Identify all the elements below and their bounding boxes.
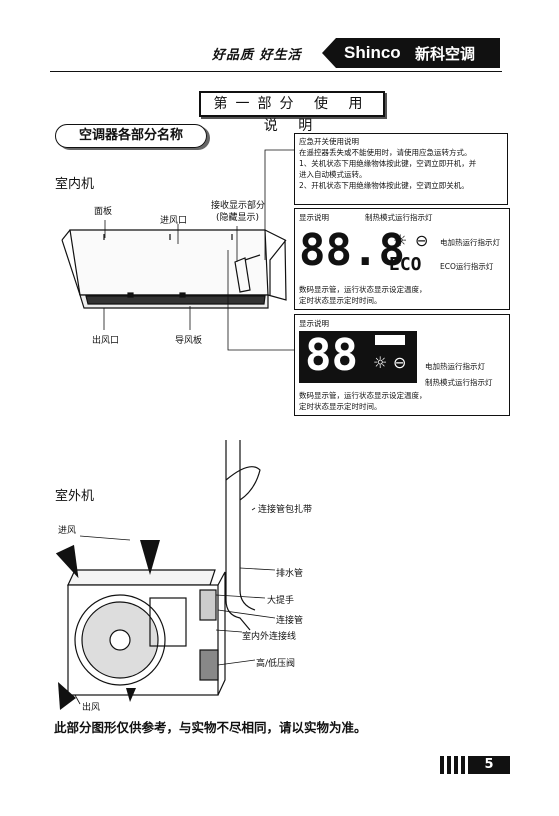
label-wire: 室内外连接线 [242, 632, 297, 642]
emergency-switch-note: 应急开关使用说明 在遥控器丢失或不能使用时，请使用应急运转方式。 1、关机状态下… [294, 133, 508, 205]
label-air-inlet: 进风口 [160, 216, 188, 226]
label-handle: 大提手 [267, 596, 295, 606]
parts-names-heading: 空调器各部分名称 [55, 124, 207, 148]
indoor-unit-drawing [61, 220, 287, 330]
display1-eco-label: ECO运行指示灯 [440, 262, 494, 271]
display1-heat-mode-label: 制热模式运行指示灯 [365, 213, 433, 222]
display1-title: 显示说明 [299, 213, 329, 222]
label-drain-pipe: 排水管 [276, 569, 304, 579]
label-receiver: 接收显示部分 [211, 201, 266, 211]
display2-desc-1: 数码显示管，运行状态显示设定温度， [299, 391, 427, 400]
brand-name-en: Shinco [344, 43, 401, 62]
label-louver: 导风板 [175, 336, 203, 346]
label-air-in: 进风 [58, 526, 77, 536]
header-slogan: 好品质 好生活 [212, 48, 302, 63]
label-panel: 面板 [94, 207, 113, 217]
emergency-line-1: 在遥控器丢失或不能使用时，请使用应急运转方式。 [299, 148, 472, 157]
display2-digits: 88 [305, 330, 358, 381]
electric-heat-icon: ⊖ [393, 353, 407, 372]
emergency-title: 应急开关使用说明 [299, 137, 359, 146]
outdoor-unit-heading: 室外机 [55, 489, 95, 504]
display-note-1: 显示说明 制热模式运行指示灯 88.8 ☼ ⊖ ECO 电加热运行指示灯 ECO… [294, 208, 510, 310]
brand-name-cn: 新科空调 [415, 45, 476, 63]
emergency-line-3: 进入自动模式运转。 [299, 170, 367, 179]
display1-electric-heat-label: 电加热运行指示灯 [440, 238, 500, 247]
emergency-line-2: 1、关机状态下用绝缘物体按此键，空调立即开机，并 [299, 159, 477, 168]
label-connecting-pipe: 连接管 [276, 616, 304, 626]
display1-desc-1: 数码显示管，运行状态显示设定温度， [299, 285, 427, 294]
display1-eco: ECO [389, 254, 422, 275]
display2-window [375, 335, 405, 345]
label-receiver-hidden: (隐藏显示) [216, 213, 260, 223]
display2-heat-mode-label: 制热模式运行指示灯 [425, 378, 493, 387]
page-number-block: 5 [440, 756, 510, 774]
display2-title: 显示说明 [299, 319, 329, 328]
electric-heat-icon: ⊖ [415, 231, 429, 250]
outdoor-unit-drawing [55, 440, 276, 710]
emergency-line-4: 2、开机状态下用绝缘物体按此键，空调立即关机。 [299, 181, 469, 190]
label-pipe-tape: 连接管包扎带 [258, 505, 313, 515]
section-title: 第一部分 使 用 说 明 [199, 91, 385, 134]
brand-logo: Shinco 新科空调 [322, 38, 500, 68]
sun-icon: ☼ [393, 231, 408, 250]
page-number: 5 [468, 756, 510, 774]
label-air-out: 出风 [82, 703, 101, 713]
display-note-2: 显示说明 88 ☼ ⊖ 电加热运行指示灯 制热模式运行指示灯 数码显示管，运行状… [294, 314, 510, 416]
display1-digits: 88.8 [299, 225, 405, 276]
display2-desc-2: 定时状态显示定时时间。 [299, 402, 382, 411]
header-divider [50, 71, 502, 72]
display1-desc-2: 定时状态显示定时时间。 [299, 296, 382, 305]
callout-lines [227, 149, 294, 351]
disclaimer-note: 此部分图形仅供参考，与实物不尽相同，请以实物为准。 [54, 720, 367, 735]
indoor-unit-heading: 室内机 [55, 177, 95, 192]
label-air-outlet: 出风口 [92, 336, 120, 346]
label-valve: 高/低压阀 [256, 659, 296, 669]
display2-electric-heat-label: 电加热运行指示灯 [425, 362, 485, 371]
sun-icon: ☼ [373, 353, 388, 372]
